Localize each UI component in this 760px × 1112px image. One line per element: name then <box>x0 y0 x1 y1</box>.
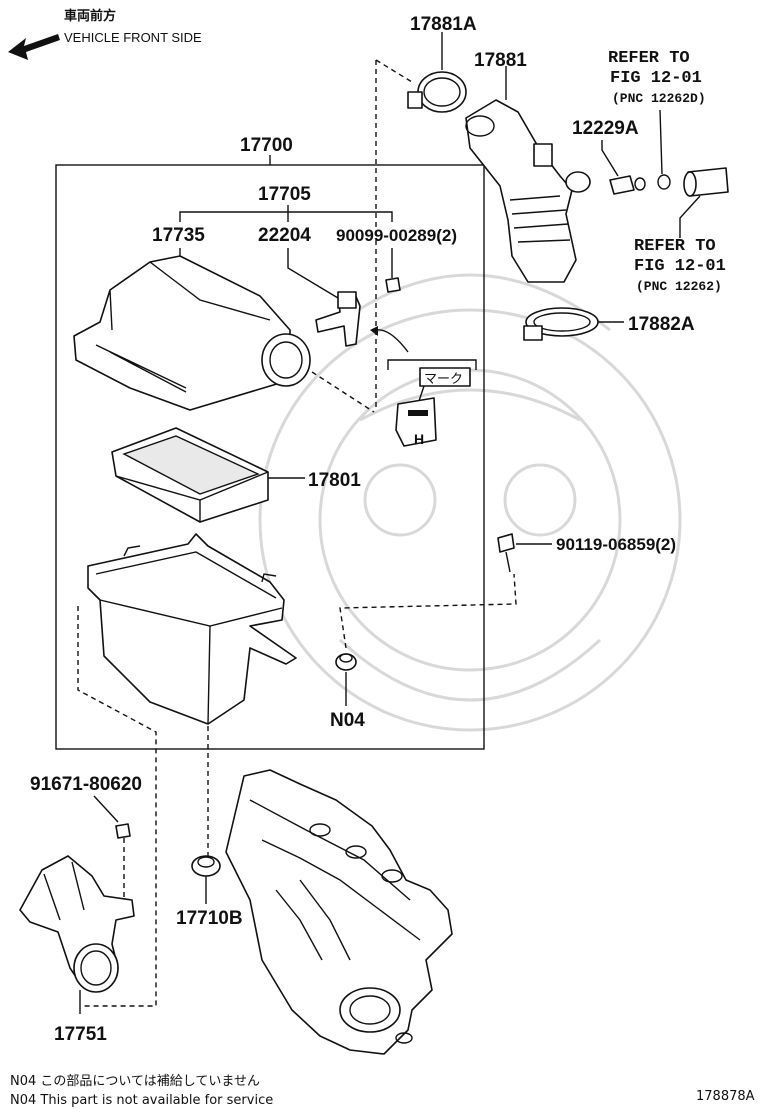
front-label-en: VEHICLE FRONT SIDE <box>64 30 202 45</box>
part-label-n04: N04 <box>330 710 365 731</box>
part-label-22204: 22204 <box>258 225 311 246</box>
footnote-jp: N04 この部品については補給していません <box>10 1074 260 1089</box>
svg-text:REFER TO: REFER TO <box>634 237 716 256</box>
svg-text:FIG 12-01: FIG 12-01 <box>634 257 726 276</box>
front-label-jp: 車両前方 <box>64 8 116 23</box>
part-label-17882a: 17882A <box>628 314 695 335</box>
front-arrow-icon <box>8 34 60 60</box>
part-label-91671: 91671-80620 <box>30 774 142 795</box>
footnote-en: N04 This part is not available for servi… <box>10 1093 273 1108</box>
refer-to-note-2: REFER TO FIG 12-01 (PNC 12262) <box>634 237 726 294</box>
air-cleaner-case <box>87 533 297 725</box>
figure-id: 178878A <box>696 1089 755 1104</box>
part-label-17735: 17735 <box>152 225 205 246</box>
air-filter-element <box>111 427 269 523</box>
part-label-90119: 90119-06859(2) <box>556 535 676 554</box>
grommet-n04 <box>335 653 357 706</box>
hose-clamp-17882a <box>523 307 624 341</box>
part-label-17881a: 17881A <box>410 14 477 35</box>
bolt-90119 <box>497 533 552 573</box>
part-label-17751: 17751 <box>54 1024 107 1045</box>
watermark-emblem <box>258 273 682 732</box>
air-cleaner-cap <box>73 248 311 411</box>
svg-text:(PNC 12262): (PNC 12262) <box>636 279 722 294</box>
airflow-sensor <box>287 248 361 347</box>
hose-clamp-17881a <box>407 32 467 113</box>
refer-to-note-1: REFER TO FIG 12-01 (PNC 12262D) <box>608 49 706 106</box>
intake-hose-17881 <box>465 66 591 283</box>
part-label-17710b: 17710B <box>176 908 243 929</box>
svg-text:FIG 12-01: FIG 12-01 <box>610 69 702 88</box>
mark-detail: マーク H <box>387 359 477 447</box>
part-label-17801: 17801 <box>308 470 361 491</box>
vehicle-front-indicator: 車両前方 VEHICLE FRONT SIDE <box>8 8 202 60</box>
grommet-17710b <box>191 855 221 904</box>
svg-text:REFER TO: REFER TO <box>608 49 690 68</box>
screw-90099 <box>385 248 401 293</box>
fitting-12229a <box>601 140 646 195</box>
part-label-17705: 17705 <box>258 184 311 205</box>
part-label-17881: 17881 <box>474 50 527 71</box>
screw-91671 <box>115 823 131 902</box>
part-label-12229a: 12229A <box>572 118 639 139</box>
intake-manifold <box>225 769 453 1055</box>
mark-letter: H <box>414 431 424 447</box>
part-label-90099: 90099-00289(2) <box>336 226 457 245</box>
air-inlet-17751 <box>19 855 135 1014</box>
svg-text:(PNC 12262D): (PNC 12262D) <box>612 91 706 106</box>
part-label-17700: 17700 <box>240 135 293 156</box>
mark-label: マーク <box>424 371 463 386</box>
